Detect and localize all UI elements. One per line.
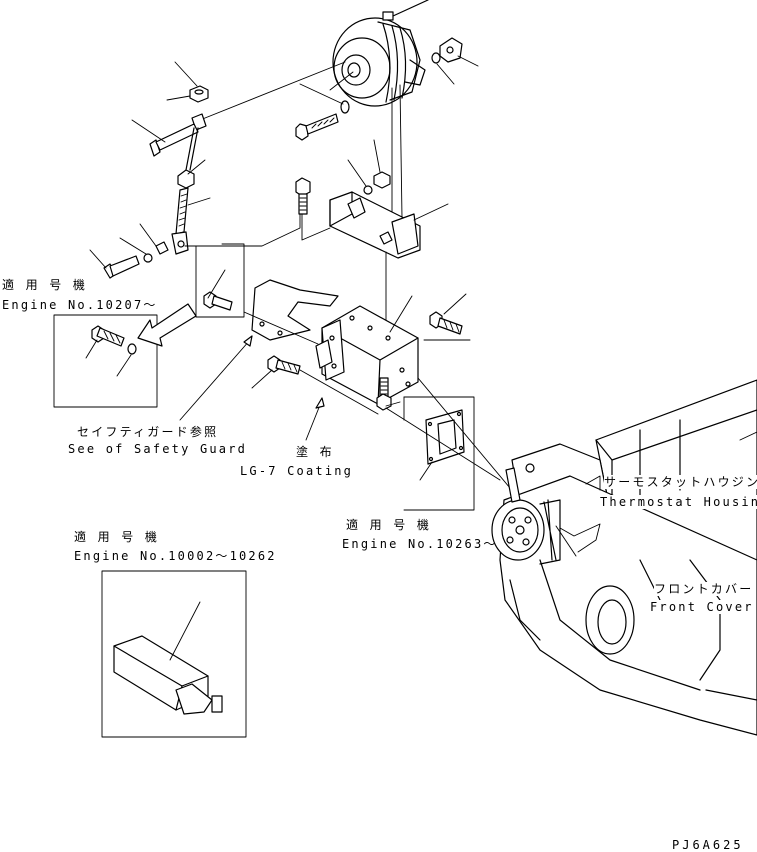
label-thermostat-en: Thermostat Housing <box>600 495 757 509</box>
callout-bracket-10207 <box>195 243 245 318</box>
label-safety-guard-jp: セイフティガード参照 <box>77 425 219 439</box>
drawing-code: PJ6A625 <box>672 838 744 852</box>
nut-washer <box>347 139 391 195</box>
label-engine-10002-en: Engine No.10002～10262 <box>74 549 277 563</box>
label-coating-en: LG-7 Coating <box>240 464 354 478</box>
bolt-vertical <box>295 177 331 241</box>
safety-guard-arrow <box>179 335 253 421</box>
leader <box>417 377 521 501</box>
cover-bolt-left <box>251 355 379 415</box>
bolt-long <box>295 83 350 141</box>
cover-bolt-right <box>423 293 471 341</box>
inset-10207 <box>53 314 158 408</box>
coating-arrow <box>305 397 325 441</box>
bracket-nut-right <box>431 37 479 85</box>
label-thermostat-jp: サーモスタットハウジング <box>604 475 757 489</box>
adjusting-link <box>89 113 301 279</box>
label-front-cover-en: Front Cover <box>650 600 754 614</box>
inset-10002 <box>101 570 247 738</box>
leader <box>385 407 501 481</box>
label-engine-10207-jp: 適 用 号 機 <box>2 278 88 292</box>
label-safety-guard-en: See of Safety Guard <box>68 442 248 456</box>
leader <box>199 61 346 121</box>
leader <box>399 84 403 219</box>
gasket-inset <box>403 396 475 511</box>
alternator-bracket <box>329 191 449 341</box>
label-coating-jp: 塗 布 <box>296 445 334 459</box>
alternator <box>329 0 429 107</box>
cover-bolt-vertical <box>376 377 401 411</box>
cover-box <box>315 295 419 405</box>
label-engine-10207-en: Engine No.10207～ <box>2 298 158 312</box>
label-front-cover-jp: フロントカバー <box>654 582 754 596</box>
label-engine-10263-jp: 適 用 号 機 <box>346 518 432 532</box>
nut-top-left <box>166 61 209 103</box>
label-engine-10002-jp: 適 用 号 機 <box>74 530 160 544</box>
label-engine-10263-en: Engine No.10263～ <box>342 537 498 551</box>
pointer-arrow <box>137 303 197 347</box>
engine-block <box>491 379 757 736</box>
safety-guard-plate <box>243 279 339 345</box>
